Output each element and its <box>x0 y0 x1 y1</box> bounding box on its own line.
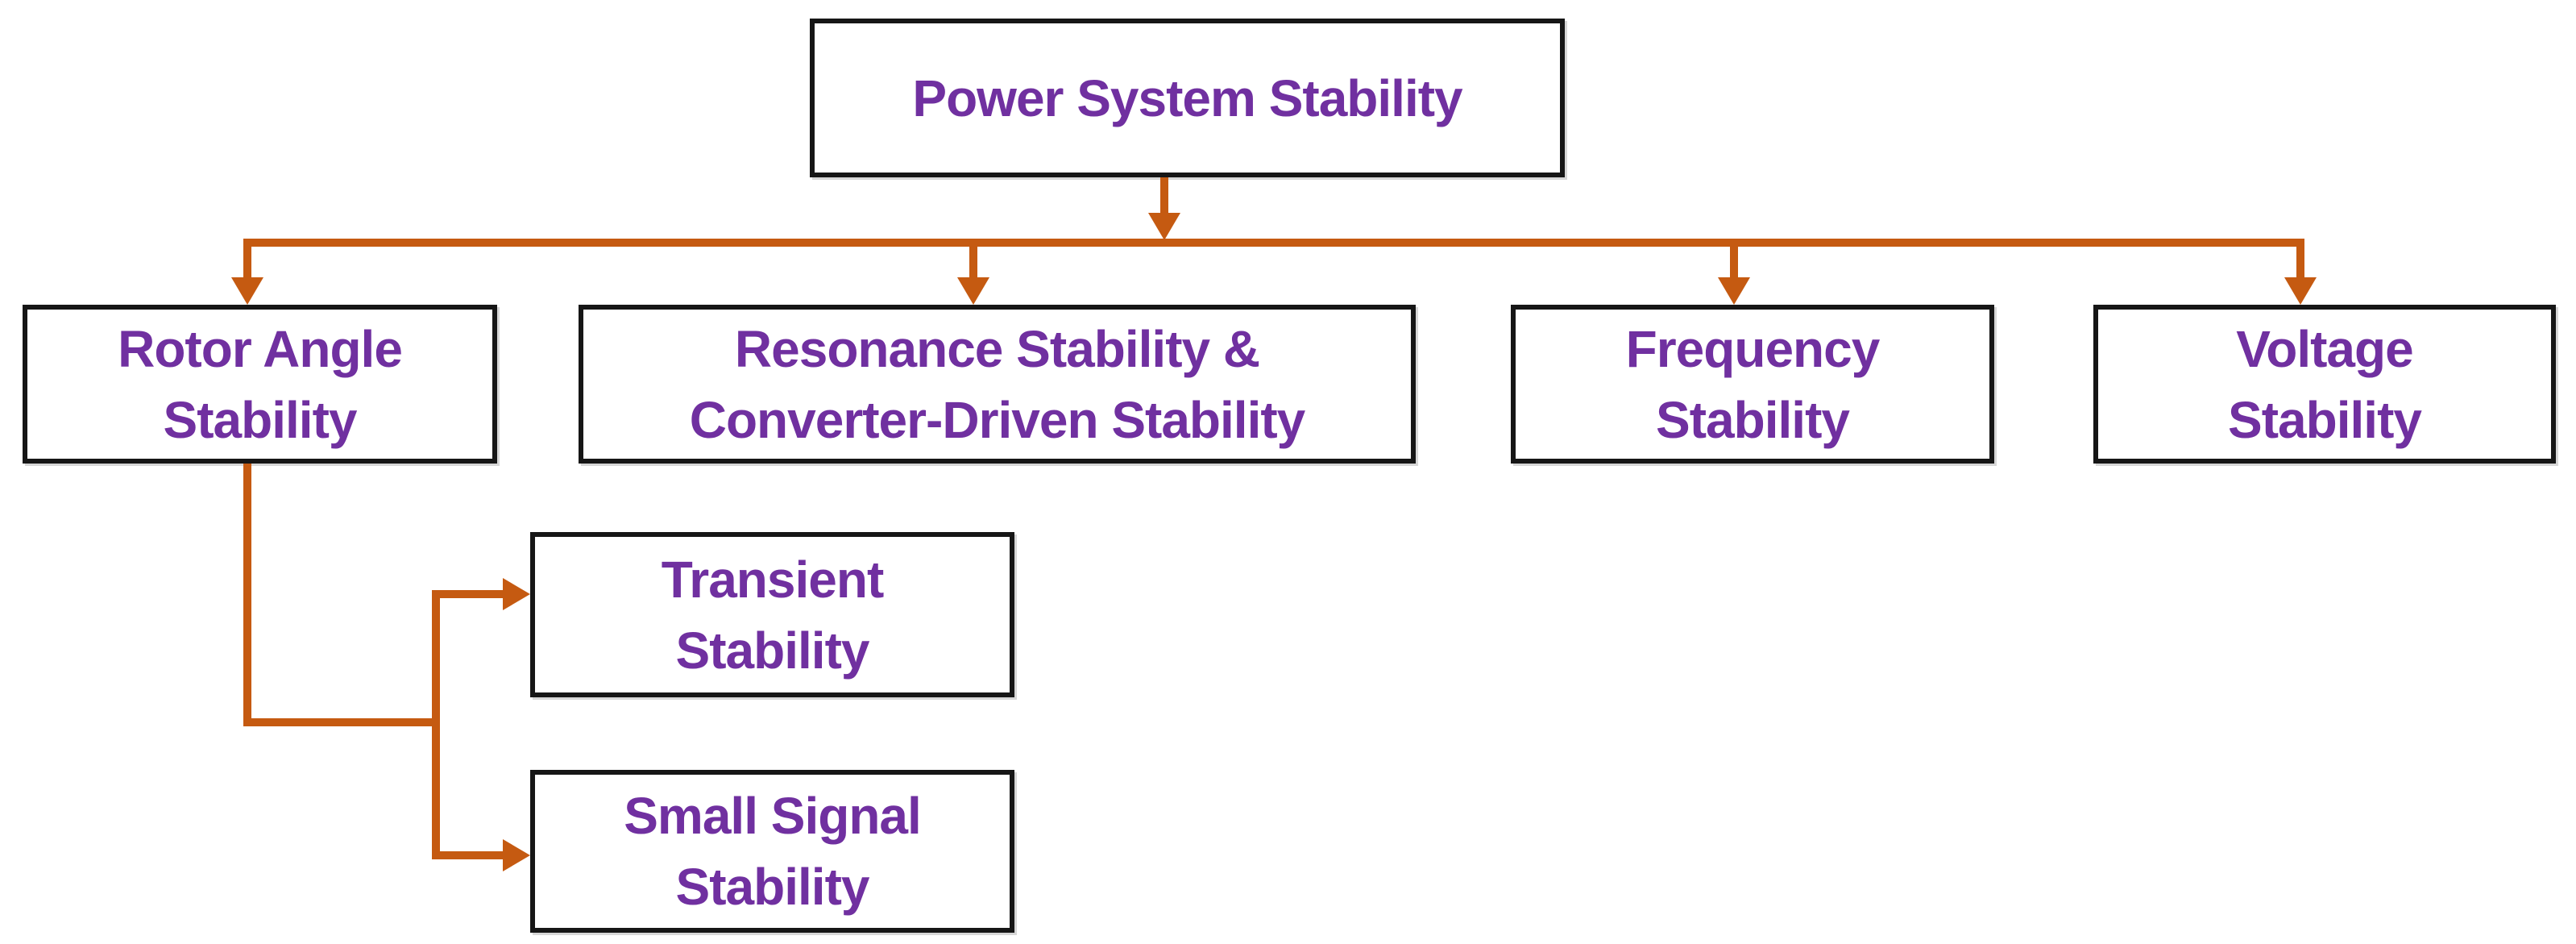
node-label-line: Stability <box>2228 390 2422 449</box>
node-resonance-converter-driven-stability: Resonance Stability & Converter-Driven S… <box>579 305 1416 464</box>
node-label-line: Transient <box>661 550 885 609</box>
edge-to-voltage-arrowhead-icon <box>2284 277 2317 305</box>
edge-to-frequency-shaft <box>1730 239 1738 277</box>
edge-to-small-signal-arrowhead-icon <box>503 839 530 871</box>
node-label-line: Frequency <box>1625 319 1881 378</box>
edge-rotor-branch-vertical <box>432 590 440 859</box>
edge-to-voltage-shaft <box>2296 239 2304 277</box>
node-voltage-stability: Voltage Stability <box>2093 305 2556 464</box>
edge-to-small-signal-shaft <box>432 851 503 859</box>
node-label-line: Converter-Driven Stability <box>689 390 1306 449</box>
edge-to-rotor-arrowhead-icon <box>231 277 263 305</box>
node-power-system-stability: Power System Stability <box>810 19 1565 177</box>
edge-root-feed-shaft <box>1160 177 1168 214</box>
node-label-line: Resonance Stability & <box>734 319 1260 378</box>
edge-trunk-horizontal <box>243 239 2304 247</box>
edge-to-transient-arrowhead-icon <box>503 578 530 610</box>
edge-rotor-branch-horizontal <box>243 718 440 726</box>
node-label-line: Stability <box>163 390 358 449</box>
edge-root-feed-arrowhead-icon <box>1148 213 1180 240</box>
node-label-line: Power System Stability <box>912 69 1462 127</box>
node-frequency-stability: Frequency Stability <box>1511 305 1994 464</box>
node-label-line: Stability <box>1656 390 1850 449</box>
node-label-line: Small Signal <box>624 787 922 845</box>
node-rotor-angle-stability: Rotor Angle Stability <box>23 305 497 464</box>
edge-rotor-down-shaft <box>243 464 251 726</box>
edge-to-transient-shaft <box>432 590 503 598</box>
edge-to-frequency-arrowhead-icon <box>1718 277 1750 305</box>
edge-to-rotor-shaft <box>243 239 251 277</box>
node-label-line: Voltage <box>2236 319 2413 378</box>
node-small-signal-stability: Small Signal Stability <box>530 770 1014 933</box>
node-label-line: Stability <box>675 621 870 680</box>
edge-to-resonance-shaft <box>969 239 977 277</box>
node-label-line: Stability <box>675 858 870 916</box>
edge-to-resonance-arrowhead-icon <box>957 277 989 305</box>
node-label-line: Rotor Angle <box>118 319 403 378</box>
node-transient-stability: Transient Stability <box>530 532 1014 697</box>
